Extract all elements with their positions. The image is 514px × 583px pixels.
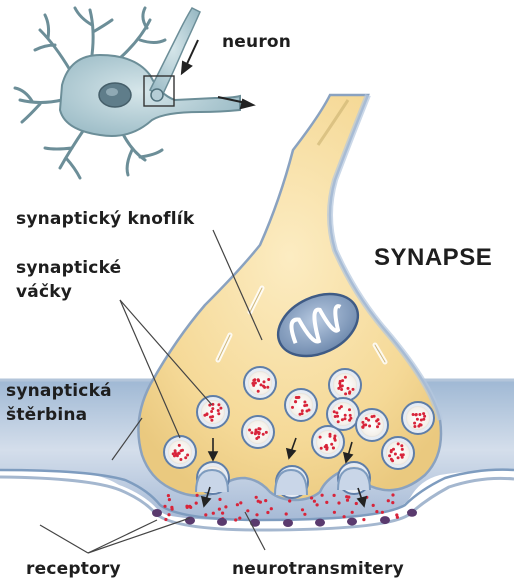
label-neurotransmitters: neurotransmitery — [232, 559, 404, 579]
neurotransmitter-particle — [285, 512, 288, 515]
neurotransmitter-particle — [396, 516, 399, 519]
vesicle — [242, 416, 274, 448]
neurotransmitter-particle — [224, 505, 227, 508]
vesicle — [312, 426, 344, 458]
neurotransmitter-particle — [301, 508, 304, 511]
neurotransmitter-particle — [362, 518, 365, 521]
receptor — [217, 518, 227, 526]
neurotransmitter-particle — [167, 513, 170, 516]
vesicle — [402, 402, 434, 434]
neuron-illustration — [15, 8, 253, 178]
neurotransmitter-particle — [325, 501, 328, 504]
neurotransmitter-particle — [164, 518, 167, 521]
receptor — [380, 516, 390, 524]
receptor — [407, 509, 417, 517]
neurotransmitter-particle — [387, 499, 390, 502]
neurotransmitter-particle — [171, 508, 174, 511]
neurotransmitter-particle — [333, 511, 336, 514]
neurotransmitter-particle — [236, 503, 239, 506]
neurotransmitter-particle — [195, 502, 198, 505]
neurotransmitter-particle — [255, 513, 258, 516]
neurotransmitter-particle — [196, 494, 199, 497]
neurotransmitter-particle — [255, 496, 258, 499]
neurotransmitter-particle — [381, 511, 384, 514]
neurotransmitter-particle — [238, 517, 241, 520]
neurotransmitter-particle — [218, 498, 221, 501]
vesicle — [164, 436, 196, 468]
vesicle — [244, 367, 276, 399]
vesicle — [285, 389, 317, 421]
neurotransmitter-particle — [167, 494, 170, 497]
neurotransmitter-particle — [234, 518, 237, 521]
neurotransmitter-particle — [313, 500, 316, 503]
neurotransmitter-particle — [351, 511, 354, 514]
neurotransmitter-particle — [343, 515, 346, 518]
neurotransmitter-particle — [163, 505, 166, 508]
neurotransmitter-particle — [391, 501, 394, 504]
neurotransmitter-particle — [221, 511, 224, 514]
vesicle — [382, 437, 414, 469]
receptor — [283, 519, 293, 527]
neurotransmitter-particle — [204, 513, 207, 516]
neurotransmitter-particle — [316, 503, 319, 506]
label-synaptic-vesicles-line1: synaptické — [16, 258, 121, 278]
label-synaptic-vesicles-line2: váčky — [16, 282, 72, 302]
vesicle — [327, 398, 359, 430]
neurotransmitter-particle — [218, 508, 221, 511]
receptor — [185, 517, 195, 525]
label-synaptic-cleft-line1: synaptická — [6, 381, 112, 401]
neurotransmitter-particle — [212, 512, 215, 515]
neurotransmitter-particle — [239, 501, 242, 504]
neurotransmitter-particle — [375, 510, 378, 513]
neurotransmitter-particle — [347, 496, 350, 499]
neurotransmitter-particle — [391, 493, 394, 496]
neurotransmitter-particle — [337, 501, 340, 504]
receptor — [347, 518, 357, 526]
neurotransmitter-particle — [303, 513, 306, 516]
neurotransmitter-particle — [355, 502, 358, 505]
vesicle — [329, 369, 361, 401]
neurotransmitter-particle — [168, 498, 171, 501]
label-synapse: SYNAPSE — [374, 248, 492, 268]
vesicle — [197, 396, 229, 428]
label-neuron: neuron — [222, 32, 291, 52]
neurotransmitter-particle — [372, 504, 375, 507]
neurotransmitter-particle — [333, 494, 336, 497]
receptor — [152, 509, 162, 517]
neurotransmitter-particle — [257, 500, 260, 503]
receptor — [315, 519, 325, 527]
neurotransmitter-particle — [270, 507, 273, 510]
label-synaptic-cleft-line2: štěrbina — [6, 405, 87, 425]
neurotransmitter-particle — [266, 511, 269, 514]
neurotransmitter-particle — [346, 499, 349, 502]
neurotransmitter-particle — [186, 506, 189, 509]
vesicle — [356, 409, 388, 441]
neurotransmitter-particle — [310, 496, 313, 499]
neurotransmitter-particle — [246, 509, 249, 512]
label-synaptic-button: synaptický knoflík — [16, 209, 194, 229]
neurotransmitter-particle — [288, 499, 291, 502]
label-receptors: receptory — [26, 559, 121, 579]
neurotransmitter-particle — [321, 494, 324, 497]
neurotransmitter-particle — [264, 499, 267, 502]
